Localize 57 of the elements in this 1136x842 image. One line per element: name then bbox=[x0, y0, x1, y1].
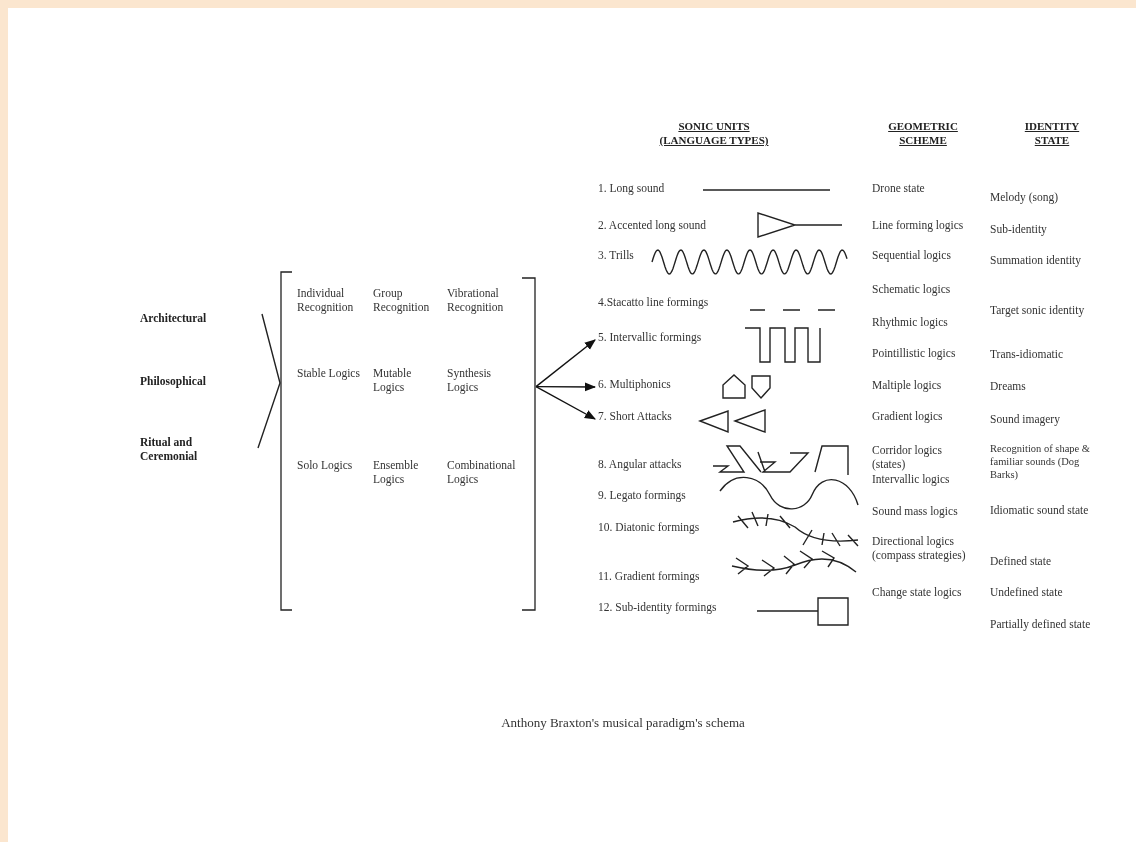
matrix-entry: Group Recognition bbox=[373, 286, 447, 314]
sonic-unit-label: 2. Accented long sound bbox=[598, 218, 706, 232]
list-item: Idiomatic sound state bbox=[990, 503, 1090, 517]
sonic-unit-label: 3. Trills bbox=[598, 248, 634, 262]
arrow bbox=[535, 382, 597, 392]
category-label: Ritual and Ceremonial bbox=[140, 435, 199, 463]
sonic-unit-label: 6. Multiphonics bbox=[598, 377, 671, 391]
list-item: Intervallic logics bbox=[872, 472, 951, 486]
list-item: Melody (song) bbox=[990, 190, 1060, 204]
list-item: Sound mass logics bbox=[872, 504, 959, 518]
list-item: Partially defined state bbox=[990, 617, 1092, 631]
matrix-entry: Solo Logics bbox=[297, 458, 367, 472]
sonic-unit-label: 9. Legato formings bbox=[598, 488, 686, 502]
column-heading: IDENTITY STATE bbox=[1023, 119, 1081, 147]
list-item: Defined state bbox=[990, 554, 1052, 568]
sonic-unit-label: 7. Short Attacks bbox=[598, 409, 672, 423]
list-item: Recognition of shape & familiar sounds (Dog Barks) bbox=[990, 442, 1092, 481]
column-heading: GEOMETRIC SCHEME bbox=[887, 119, 959, 147]
arrow bbox=[535, 339, 596, 388]
sonic-unit-label: 5. Intervallic formings bbox=[598, 330, 702, 344]
list-item: Gradient logics bbox=[872, 409, 944, 423]
matrix-entry: Individual Recognition bbox=[297, 286, 373, 314]
list-item: Change state logics bbox=[872, 585, 963, 599]
list-item: Sound imagery bbox=[990, 412, 1061, 426]
list-item: Undefined state bbox=[990, 585, 1064, 599]
matrix-entry: Vibrational Recognition bbox=[447, 286, 519, 314]
sonic-unit-label: 1. Long sound bbox=[598, 181, 665, 195]
list-item: Schematic logics bbox=[872, 282, 952, 296]
list-item: Rhythmic logics bbox=[872, 315, 949, 329]
list-item: Drone state bbox=[872, 181, 926, 195]
list-item: Summation identity bbox=[990, 253, 1083, 267]
column-heading: SONIC UNITS (LANGUAGE TYPES) bbox=[658, 119, 770, 147]
sonic-unit-label: 10. Diatonic formings bbox=[598, 520, 700, 534]
list-item: Pointillistic logics bbox=[872, 346, 957, 360]
bracket-frame bbox=[280, 271, 536, 611]
matrix-entry: Synthesis Logics bbox=[447, 366, 517, 394]
list-item: Corridor logics (states) bbox=[872, 443, 943, 471]
matrix-entry: Combinational Logics bbox=[447, 458, 523, 486]
list-item: Directional logics (compass strategies) bbox=[872, 534, 967, 562]
list-item: Target sonic identity bbox=[990, 303, 1086, 317]
list-item: Sub-identity bbox=[990, 222, 1048, 236]
arrow bbox=[535, 385, 596, 420]
list-item: Trans-idiomatic bbox=[990, 347, 1065, 361]
sonic-unit-label: 4.Stacatto line formings bbox=[598, 295, 709, 309]
list-item: Dreams bbox=[990, 379, 1027, 393]
caption: Anthony Braxton's musical paradigm's schema bbox=[500, 716, 746, 730]
list-item: Maltiple logics bbox=[872, 378, 943, 392]
category-label: Architectural bbox=[140, 311, 208, 325]
sonic-unit-label: 12. Sub-identity formings bbox=[598, 600, 717, 614]
matrix-entry: Stable Logics bbox=[297, 366, 367, 380]
list-item: Line forming logics bbox=[872, 218, 965, 232]
category-label: Philosophical bbox=[140, 374, 207, 388]
sonic-unit-label: 8. Angular attacks bbox=[598, 457, 682, 471]
sonic-unit-label: 11. Gradient formings bbox=[598, 569, 700, 583]
list-item: Sequential logics bbox=[872, 248, 952, 262]
matrix-entry: Ensemble Logics bbox=[373, 458, 443, 486]
matrix-entry: Mutable Logics bbox=[373, 366, 443, 394]
